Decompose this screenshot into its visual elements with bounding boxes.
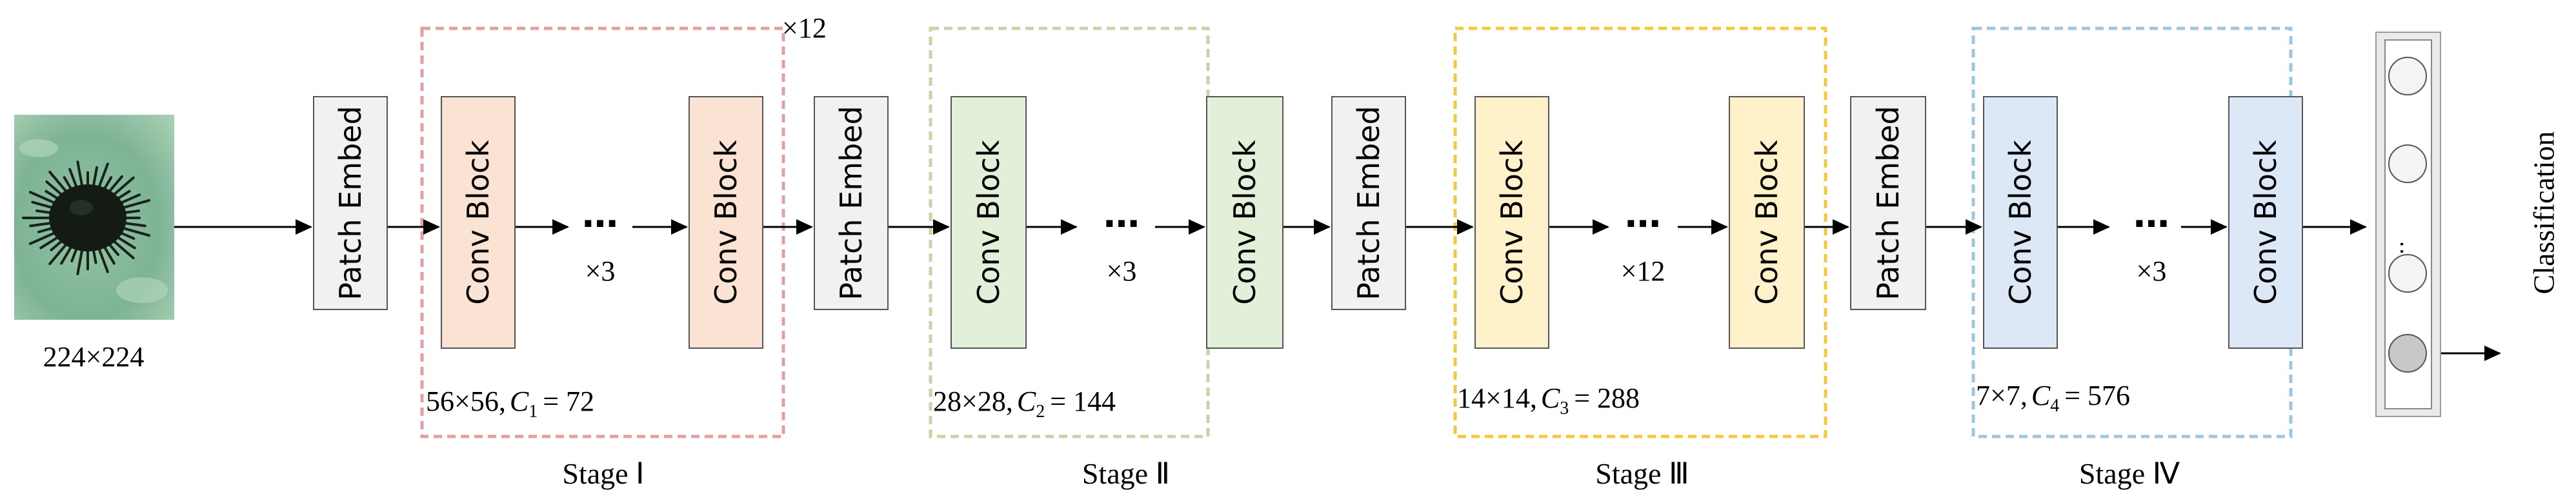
stage-3-conv-block-first: Conv Block: [1474, 96, 1549, 349]
conv-block-label: Conv Block: [1749, 140, 1784, 305]
sea-urchin-icon: [22, 161, 151, 275]
head-node: [2388, 254, 2427, 293]
stage-3-border: [1453, 26, 1827, 438]
input-size-label: 224×224: [43, 341, 145, 373]
stage-4-name: Stage Ⅳ: [2079, 457, 2180, 490]
stage-4-ellipsis: …: [2133, 194, 2169, 236]
stage-1-ellipsis: …: [582, 194, 618, 236]
conv-block-label: Conv Block: [2003, 140, 2038, 305]
stage-1-border: [420, 26, 785, 438]
patch-embed-4: Patch Embed: [1850, 96, 1926, 310]
conv-block-label: Conv Block: [1494, 140, 1529, 305]
stage-2-dims: 28×28,C2= 144: [933, 386, 1116, 422]
patch-embed-2: Patch Embed: [814, 96, 889, 310]
flow-arrows: [174, 219, 2501, 361]
outer-repeat-label: ×12: [782, 12, 827, 44]
stage-3-dims: 14×14,C3= 288: [1457, 382, 1640, 418]
head-node: [2388, 57, 2427, 95]
conv-block-label: Conv Block: [971, 140, 1006, 305]
patch-embed-label: Patch Embed: [834, 106, 869, 300]
conv-block-label: Conv Block: [1227, 140, 1262, 305]
input-image-light-patch: [19, 139, 58, 157]
classification-head: …: [2375, 32, 2441, 417]
head-node: [2388, 144, 2427, 183]
stage-4-conv-block-last: Conv Block: [2228, 96, 2303, 349]
stage-4-conv-block-first: Conv Block: [1983, 96, 2058, 349]
stage-1-name: Stage Ⅰ: [562, 457, 644, 490]
conv-block-label: Conv Block: [2248, 140, 2283, 305]
stage-2-repeat-label: ×3: [1107, 255, 1137, 287]
patch-embed-3: Patch Embed: [1331, 96, 1406, 310]
stage-3-conv-block-last: Conv Block: [1729, 96, 1805, 349]
stage-2-ellipsis: …: [1103, 194, 1140, 236]
stage-4-dims: 7×7,C4= 576: [1976, 380, 2130, 416]
stage-3-ellipsis: …: [1625, 194, 1661, 236]
conv-block-label: Conv Block: [461, 140, 496, 305]
patch-embed-label: Patch Embed: [1351, 106, 1386, 300]
stage-2-conv-block-last: Conv Block: [1206, 96, 1283, 349]
patch-embed-1: Patch Embed: [313, 96, 388, 310]
head-node-output: [2388, 334, 2427, 373]
stage-2-name: Stage Ⅱ: [1082, 457, 1170, 490]
classification-label: Classification: [2528, 132, 2561, 295]
stage-1-conv-block-last: Conv Block: [689, 96, 763, 349]
stage-1-conv-block-first: Conv Block: [441, 96, 516, 349]
stage-2-conv-block-first: Conv Block: [951, 96, 1027, 349]
stage-4-repeat-label: ×3: [2137, 255, 2167, 287]
stage-3-repeat-label: ×12: [1621, 255, 1665, 287]
stage-3-name: Stage Ⅲ: [1595, 457, 1689, 490]
stage-1-repeat-label: ×3: [585, 255, 616, 287]
stage-1-dims: 56×56,C1= 72: [426, 386, 594, 422]
patch-embed-label: Patch Embed: [1871, 106, 1906, 300]
input-image-light-patch: [116, 277, 168, 303]
input-image: [14, 115, 174, 320]
patch-embed-label: Patch Embed: [333, 106, 368, 300]
conv-block-label: Conv Block: [709, 140, 743, 305]
